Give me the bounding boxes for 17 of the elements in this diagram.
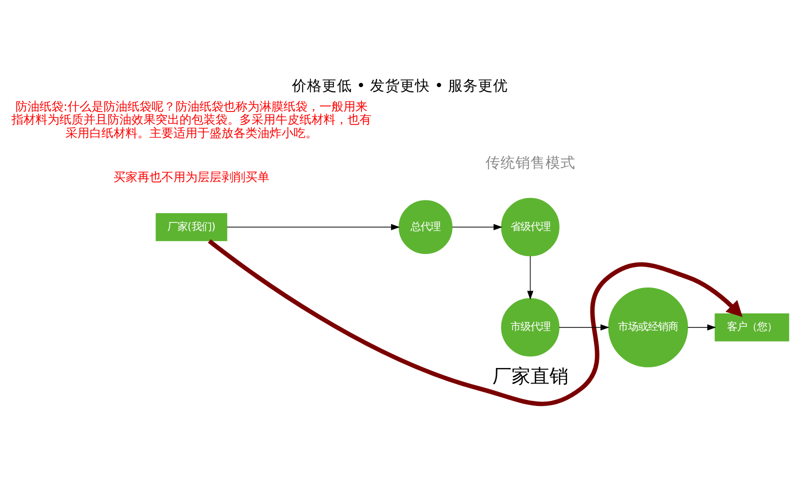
label: 买家再也不用为层层剥削买单 — [113, 170, 270, 184]
node-circle: 省级代理 — [501, 198, 560, 256]
arrow — [558, 324, 610, 330]
node-box: 厂家(我们) — [156, 213, 228, 242]
label: 传统销售模式 — [485, 154, 576, 172]
node-circle: 市级代理 — [501, 298, 560, 357]
node-circle: 市场或经销商 — [608, 287, 688, 368]
caption: 防油纸袋:什么是防油纸袋呢？防油纸袋也称为淋膜纸袋，一般用来指材料为纸质并且防油效果突出的包装袋。多采用牛皮纸材料，也有采用白纸材料。主要适用于盛放各类油炸小吃。 — [11, 99, 372, 140]
node-circle: 总代理 — [398, 200, 452, 254]
arrow — [687, 324, 716, 330]
arrow — [226, 224, 400, 230]
diagram-title: 价格更低 • 发货更快 • 服务更优 — [292, 78, 508, 95]
arrow — [527, 256, 534, 300]
arrow — [452, 224, 502, 230]
arrow — [208, 239, 743, 406]
node-box: 客户（您） — [714, 313, 790, 342]
edge-label: 厂家直销 — [492, 364, 568, 388]
